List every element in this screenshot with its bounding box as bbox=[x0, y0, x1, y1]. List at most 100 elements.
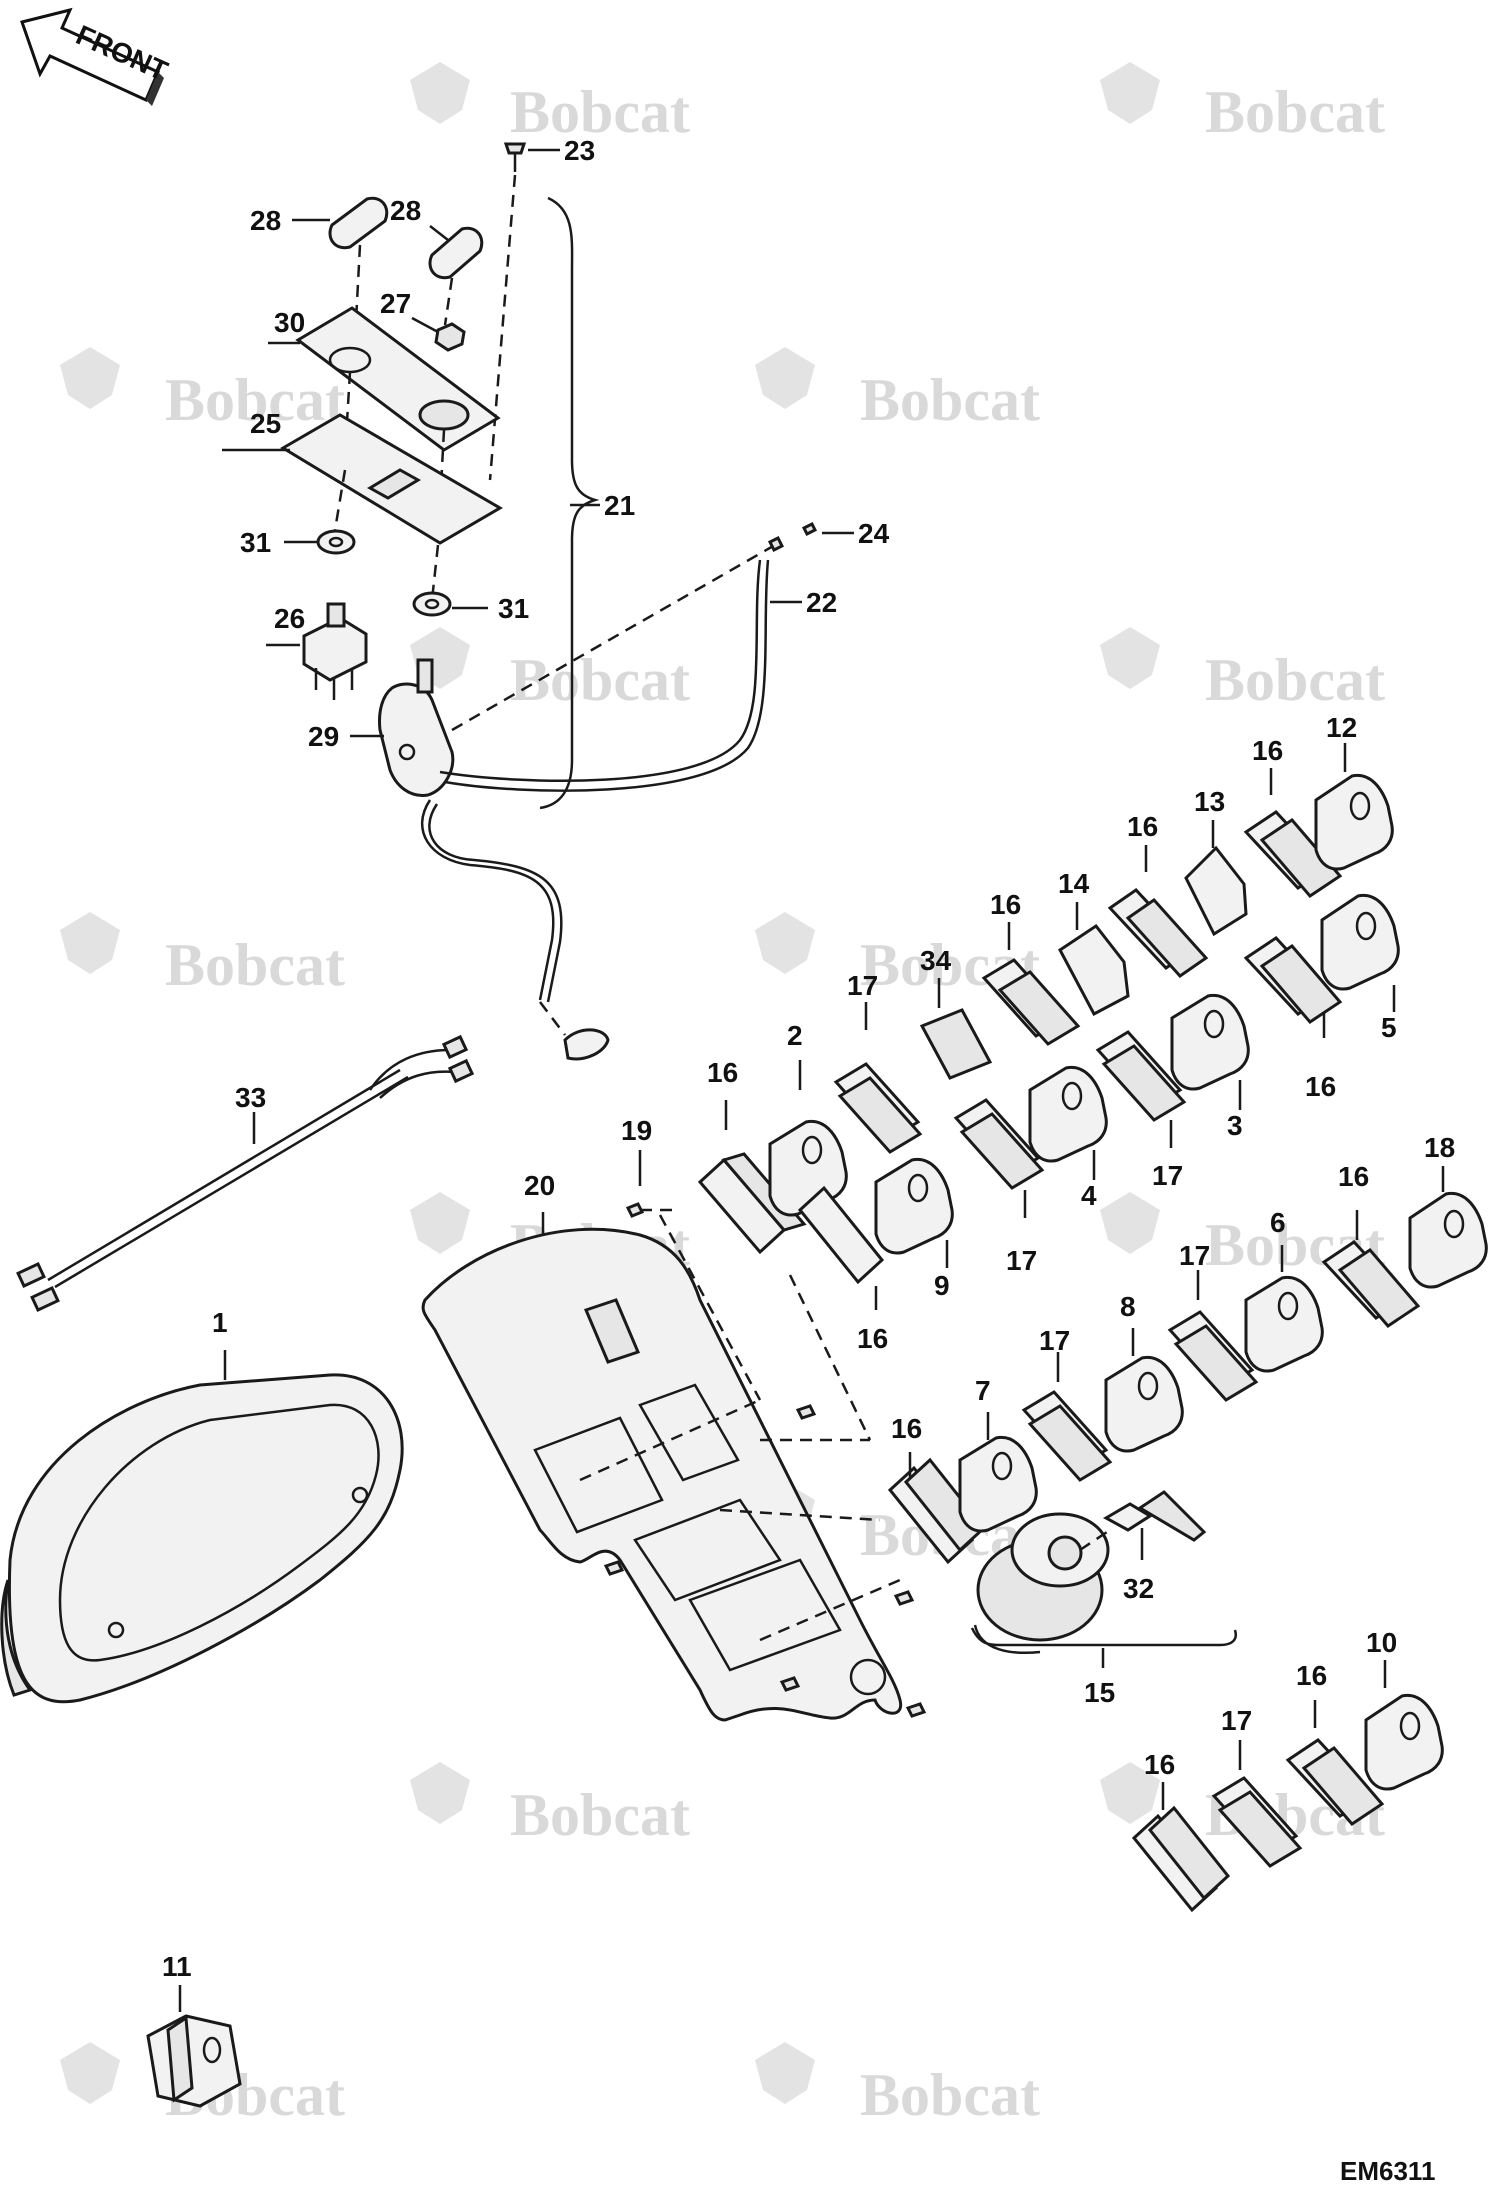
callout-17: 17 bbox=[1221, 1705, 1252, 1736]
callout-19: 19 bbox=[621, 1115, 652, 1146]
watermark-logo: Bobcat bbox=[755, 2042, 1040, 2128]
connector-icon bbox=[16, 1262, 46, 1288]
callout-33: 33 bbox=[235, 1082, 266, 1113]
rocker-switch-10 bbox=[1364, 1693, 1444, 1791]
callout-9: 9 bbox=[934, 1270, 950, 1301]
watermarks: Bobcat Bobcat Bobcat Bobcat Bobcat Bobca… bbox=[60, 62, 1385, 2128]
callout-26: 26 bbox=[274, 603, 305, 634]
cable-lower bbox=[420, 799, 555, 1001]
washer-hole bbox=[424, 598, 440, 610]
connector-icon bbox=[447, 1058, 475, 1084]
rocker-switch-8 bbox=[1104, 1355, 1184, 1453]
callout-16: 16 bbox=[1127, 811, 1158, 842]
callout-24: 24 bbox=[858, 518, 890, 549]
connector-icon bbox=[441, 1034, 469, 1060]
callout-30: 30 bbox=[274, 307, 305, 338]
dash-line bbox=[488, 174, 517, 481]
callout-16: 16 bbox=[891, 1413, 922, 1444]
callout-20: 20 bbox=[524, 1170, 555, 1201]
cluster-edge bbox=[0, 1579, 33, 1697]
dash-line bbox=[759, 1578, 901, 1642]
switch-lens bbox=[1349, 791, 1371, 821]
connector-icon bbox=[30, 1286, 60, 1312]
bezel-16-side bbox=[1147, 1805, 1231, 1901]
panel-plate bbox=[421, 1227, 903, 1722]
cable-22 bbox=[444, 559, 770, 792]
watermark-text: Bobcat bbox=[860, 2062, 1040, 2128]
ignition-switch-15 bbox=[970, 1490, 1237, 1654]
bezel-16-side bbox=[997, 970, 1081, 1046]
callout-21: 21 bbox=[604, 490, 635, 521]
callout-16: 16 bbox=[707, 1057, 738, 1088]
cable-end-icon bbox=[563, 1028, 610, 1061]
watermark-text: Bobcat bbox=[510, 79, 690, 145]
rocker-switch-18 bbox=[1408, 1191, 1488, 1289]
switch-row-a bbox=[697, 773, 1394, 1255]
switch-lens bbox=[991, 1451, 1013, 1481]
rocker-switch-11 bbox=[146, 2014, 242, 2108]
callout-16: 16 bbox=[990, 889, 1021, 920]
callout-6: 6 bbox=[1270, 1207, 1286, 1238]
rocker-switch-4 bbox=[1028, 1065, 1108, 1163]
callout-17: 17 bbox=[1006, 1245, 1037, 1276]
dash-line bbox=[353, 244, 362, 341]
clip-24 bbox=[767, 535, 785, 553]
watermark-text: Bobcat bbox=[510, 647, 690, 713]
harness-wire bbox=[54, 1075, 409, 1289]
watermark-text: Bobcat bbox=[1205, 79, 1385, 145]
washer-icon bbox=[412, 591, 452, 617]
switch-13 bbox=[1184, 845, 1248, 937]
callout-5: 5 bbox=[1381, 1012, 1397, 1043]
screw-icon bbox=[779, 1676, 801, 1692]
callout-3: 3 bbox=[1227, 1110, 1243, 1141]
bezel-16-side bbox=[1259, 818, 1343, 898]
watermark-text: Bobcat bbox=[860, 367, 1040, 433]
watermark-logo: Bobcat bbox=[1100, 627, 1385, 713]
switch-lens bbox=[1203, 1009, 1225, 1039]
cluster-lens bbox=[58, 1403, 380, 1662]
panel-cutout bbox=[533, 1416, 664, 1534]
callouts: 1 2 3 4 5 6 7 8 9 10 11 12 13 14 15 16 1… bbox=[162, 135, 1455, 2012]
rocker-switch-9 bbox=[874, 1157, 954, 1255]
callout-11: 11 bbox=[162, 1951, 192, 1982]
switch-lens bbox=[1355, 911, 1377, 941]
cable-22 bbox=[439, 559, 762, 783]
body-17-side bbox=[1217, 1790, 1303, 1868]
wire-harness-33 bbox=[16, 1034, 475, 1312]
callout-1: 1 bbox=[212, 1307, 228, 1338]
bezel-16-side bbox=[1259, 944, 1343, 1024]
switch-11-side bbox=[166, 2015, 194, 2103]
callout-16: 16 bbox=[1144, 1749, 1175, 1780]
front-arrow-icon: FRONT bbox=[20, 7, 172, 106]
watermark-logo: Bobcat bbox=[60, 347, 345, 433]
bezel-16-side bbox=[1301, 1746, 1385, 1826]
panel-cutout bbox=[688, 1558, 842, 1672]
callout-29: 29 bbox=[308, 721, 339, 752]
dash-line bbox=[719, 1508, 881, 1522]
ignition-barrel bbox=[1047, 1535, 1083, 1571]
ignition-edge bbox=[973, 1624, 1041, 1654]
callout-2: 2 bbox=[787, 1020, 803, 1051]
cable-lower bbox=[428, 803, 563, 1003]
bezel-16 bbox=[797, 1185, 885, 1285]
callout-14: 14 bbox=[1058, 868, 1090, 899]
plate-slot bbox=[367, 468, 421, 500]
panel-cutout bbox=[583, 1298, 641, 1364]
callout-22: 22 bbox=[806, 587, 837, 618]
screw-19-icon bbox=[625, 1202, 645, 1218]
cluster-bezel bbox=[7, 1373, 404, 1704]
dash-line bbox=[579, 1398, 761, 1482]
body-17-side bbox=[959, 1112, 1045, 1190]
cluster-screw-hole bbox=[107, 1621, 125, 1639]
rocker-switch-6 bbox=[1244, 1275, 1324, 1373]
rocker-switch-3 bbox=[1170, 993, 1250, 1091]
bracket-15 bbox=[970, 1627, 1237, 1647]
switch-row-b bbox=[797, 893, 1400, 1285]
switch-14 bbox=[1058, 923, 1130, 1017]
callout-13: 13 bbox=[1194, 786, 1225, 817]
harness-branch bbox=[368, 1048, 451, 1091]
switch-shaft bbox=[326, 602, 346, 628]
callout-16: 16 bbox=[1296, 1660, 1327, 1691]
callout-4: 4 bbox=[1081, 1180, 1097, 1211]
